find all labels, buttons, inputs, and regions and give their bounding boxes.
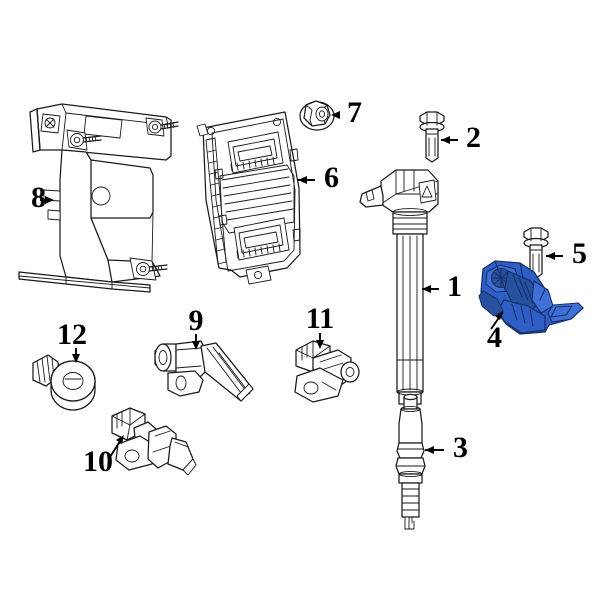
leader-1 <box>422 285 439 293</box>
callout-label-9: 9 <box>189 304 204 337</box>
callout-label-6: 6 <box>324 161 339 194</box>
part-ecm-mounting-bracket[interactable] <box>18 103 179 293</box>
part-spark-plug[interactable] <box>395 393 426 530</box>
leader-4 <box>490 311 504 330</box>
callout-label-10: 10 <box>83 445 113 478</box>
part-engine-control-module[interactable] <box>196 111 301 285</box>
leader-8 <box>40 196 54 204</box>
leader-2 <box>441 136 458 144</box>
callout-label-7: 7 <box>347 96 362 129</box>
part-spark-plug-seal-grommet[interactable] <box>32 354 96 411</box>
part-flange-nut[interactable] <box>299 100 335 131</box>
part-bracket-mounting-bolt[interactable] <box>523 227 549 279</box>
callout-label-4: 4 <box>487 321 502 354</box>
part-ignition-coil[interactable] <box>359 169 439 405</box>
callout-label-1: 1 <box>447 270 462 303</box>
callout-label-5: 5 <box>572 237 587 270</box>
callout-label-11: 11 <box>306 302 334 335</box>
part-engine-mount-bracket-highlighted[interactable] <box>478 260 584 335</box>
leader-5 <box>546 252 563 260</box>
callout-label-3: 3 <box>453 431 468 464</box>
leader-3 <box>425 446 444 454</box>
leader-7 <box>331 111 340 119</box>
leader-11 <box>316 333 324 349</box>
leader-6 <box>298 176 315 184</box>
part-camshaft-position-sensor[interactable] <box>154 340 254 402</box>
leader-10 <box>109 435 124 458</box>
leader-9 <box>192 334 200 350</box>
part-crankshaft-position-sensor[interactable] <box>111 407 197 476</box>
callout-label-12: 12 <box>57 318 87 351</box>
callout-label-2: 2 <box>466 121 481 154</box>
part-coil-mounting-bolt[interactable] <box>419 111 445 163</box>
callout-label-8: 8 <box>31 181 46 214</box>
leader-12 <box>72 348 80 363</box>
part-knock-sensor[interactable] <box>294 340 360 403</box>
